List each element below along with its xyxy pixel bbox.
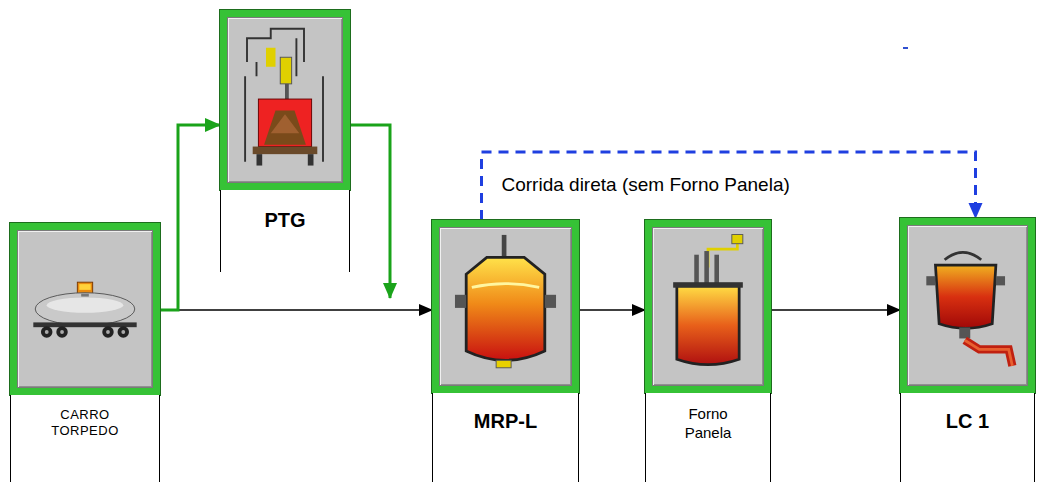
equipment-icon (10, 223, 160, 395)
node-label-area: CARRO TORPEDO (10, 395, 160, 482)
node-label: Forno Panela (673, 405, 743, 443)
node-label-area: PTG (220, 190, 350, 272)
process-box: LC 1 (900, 218, 1035, 482)
node-label: MRP-L (474, 409, 537, 434)
node-label: PTG (264, 208, 305, 233)
process-box: PTG (220, 10, 350, 272)
flow-connector (771, 309, 900, 311)
stray-mark (903, 47, 908, 49)
equipment-icon (220, 10, 350, 190)
icon-panel (227, 17, 343, 183)
flow-connector (579, 309, 645, 311)
icon-panel (17, 230, 153, 388)
equipment-illustration (908, 226, 1027, 385)
flow-connector (482, 152, 976, 220)
equipment-illustration (440, 228, 571, 385)
process-box: CARRO TORPEDO (10, 223, 160, 482)
icon-panel (652, 227, 764, 386)
process-box: Forno Panela (645, 220, 771, 482)
node-label: LC 1 (946, 409, 989, 434)
flow-connector (350, 125, 390, 298)
icon-panel (439, 227, 572, 386)
node-label-area: Forno Panela (645, 393, 771, 482)
flow-connector (160, 309, 432, 311)
flow-connector (160, 125, 220, 310)
node-label-area: MRP-L (432, 393, 579, 482)
process-box: MRP-L (432, 220, 579, 482)
equipment-illustration (653, 228, 763, 385)
equipment-icon (432, 220, 579, 393)
edge-label: Corrida direta (sem Forno Panela) (500, 174, 792, 196)
icon-panel (907, 225, 1028, 386)
equipment-illustration (18, 231, 152, 387)
node-label-area: LC 1 (900, 393, 1035, 482)
equipment-illustration (228, 18, 342, 182)
equipment-icon (900, 218, 1035, 393)
node-label: CARRO TORPEDO (40, 407, 130, 440)
equipment-icon (645, 220, 771, 393)
